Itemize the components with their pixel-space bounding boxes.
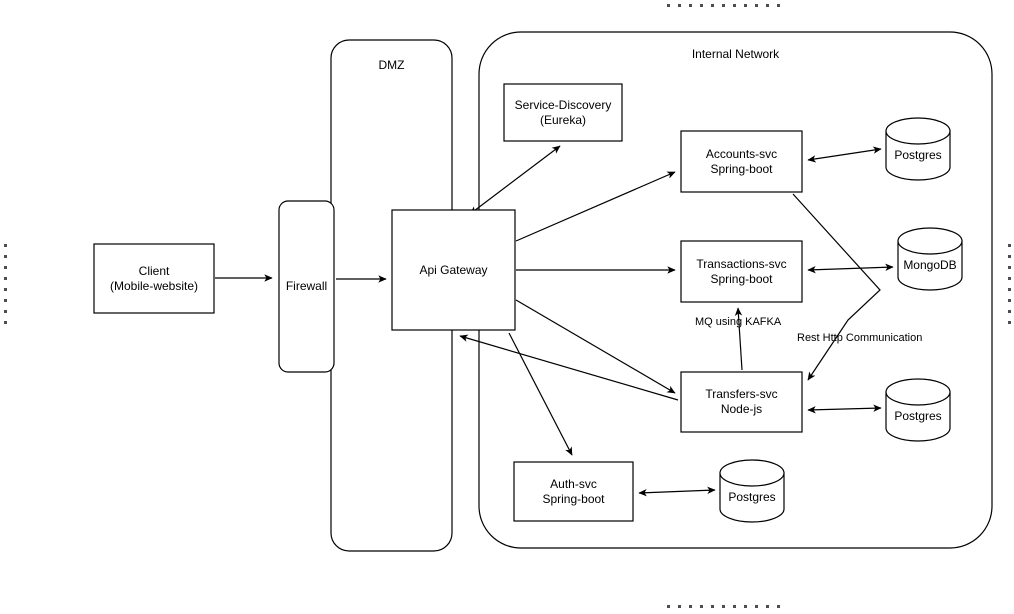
edges-layer (215, 145, 894, 497)
node-api-gateway[interactable] (391, 209, 516, 331)
node-postgres-auth[interactable] (719, 459, 785, 523)
node-auth-svc[interactable] (513, 461, 634, 522)
edge-gateway-to-transfers (515, 299, 676, 394)
node-postgres-accounts[interactable] (885, 117, 951, 181)
node-client[interactable] (93, 243, 215, 314)
node-accounts-svc[interactable] (680, 130, 803, 193)
node-mongodb[interactable] (897, 227, 963, 291)
edge-gateway-to-eureka (469, 145, 561, 215)
edge-transfers-to-transactions (734, 307, 743, 371)
node-postgres-transfers[interactable] (885, 378, 951, 442)
guide-bottom-dots (667, 605, 780, 608)
node-transactions-svc[interactable] (680, 240, 803, 303)
edge-accounts-to-transfers (792, 193, 881, 381)
edge-transfers-to-pg-transfers (807, 404, 882, 414)
nodes-layer (93, 83, 963, 523)
guide-left-dots (4, 244, 7, 324)
node-transfers-svc[interactable] (680, 371, 803, 433)
guides-layer (4, 4, 1011, 608)
guide-right-dots (1008, 244, 1011, 324)
guide-top-dots (667, 4, 780, 7)
edge-accounts-to-pg-accounts (807, 146, 882, 163)
node-firewall[interactable] (278, 200, 335, 373)
edge-auth-to-pg-auth (638, 486, 716, 497)
edge-gateway-to-auth (508, 332, 573, 456)
edge-transactions-to-mongodb (807, 263, 894, 274)
node-service-discovery[interactable] (503, 83, 623, 142)
edge-gateway-to-accounts (515, 171, 676, 242)
edge-transfers-to-gateway (459, 334, 679, 401)
